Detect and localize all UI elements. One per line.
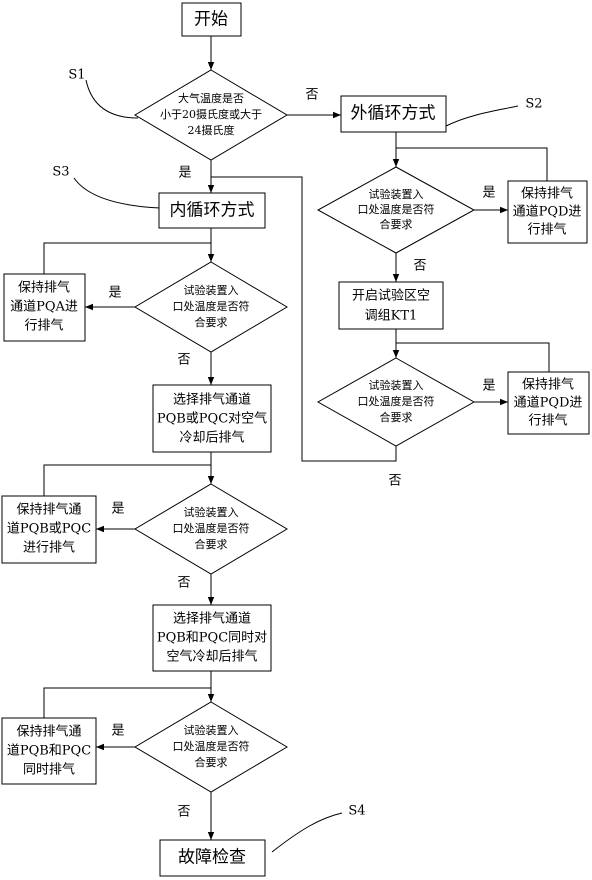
select-pqb-and-pqc-line3: 空气冷却后排气 bbox=[166, 649, 257, 665]
decision-air-temperature: 大气温度是否 小于20摄氏度或大于 24摄氏度 bbox=[134, 69, 288, 161]
keep-pqb-or-pqc-line2: 道PQB或PQC bbox=[7, 522, 91, 537]
keep-pqd-second-line3: 行排气 bbox=[528, 413, 567, 429]
label-yes-dBandC: 是 bbox=[111, 724, 124, 739]
label-no-dD2: 否 bbox=[388, 474, 401, 489]
decision-pqd-first-line2: 口处温度是否符 bbox=[358, 202, 435, 216]
connector-keepBandC-loop bbox=[43, 687, 211, 718]
decision-pqb-and-pqc-line1: 试验装置入 bbox=[184, 723, 239, 737]
select-pqb-or-pqc-box: 选择排气通道 PQB或PQC对空气 冷却后排气 bbox=[152, 384, 272, 453]
fault-check-box: 故障检查 bbox=[159, 839, 266, 877]
keep-pqb-and-pqc-line3: 同时排气 bbox=[23, 762, 75, 778]
connector-keepA-loop bbox=[43, 242, 211, 274]
keep-pqb-or-pqc-box: 保持排气通 道PQB或PQC 进行排气 bbox=[1, 495, 97, 564]
keep-pqb-and-pqc-box: 保持排气通 道PQB和PQC 同时排气 bbox=[1, 717, 97, 785]
fault-check-label: 故障检查 bbox=[178, 848, 246, 868]
keep-pqb-or-pqc-line1: 保持排气通 bbox=[16, 502, 81, 518]
connector-dD2-inner bbox=[211, 176, 397, 462]
select-pqb-or-pqc-line1: 选择排气通道 bbox=[173, 392, 251, 408]
start-box: 开始 bbox=[181, 2, 242, 37]
decision-pqa-line3: 合要求 bbox=[195, 315, 228, 329]
select-pqb-or-pqc-line2: PQB或PQC对空气 bbox=[157, 411, 267, 427]
keep-pqa-line3: 行排气 bbox=[24, 318, 63, 334]
label-no-dBC: 否 bbox=[177, 576, 190, 591]
decision-pqb-and-pqc: 试验装置入 口处温度是否符 合要求 bbox=[134, 701, 288, 793]
decision-air-temperature-line2: 小于20摄氏度或大于 bbox=[160, 107, 262, 121]
inner-circulation-label: 内循环方式 bbox=[170, 201, 255, 221]
step-s1: S1 bbox=[68, 68, 85, 83]
step-labels: S1 S2 S3 S4 bbox=[52, 68, 542, 819]
decision-air-temperature-line3: 24摄氏度 bbox=[188, 123, 235, 137]
inner-circulation-box: 内循环方式 bbox=[158, 192, 266, 229]
outer-circulation-label: 外循环方式 bbox=[351, 104, 436, 124]
keep-pqa-line1: 保持排气 bbox=[18, 280, 70, 296]
keep-pqd-first-line1: 保持排气 bbox=[521, 186, 573, 202]
keep-pqd-first-line2: 通道PQD进 bbox=[513, 205, 582, 220]
decision-pqd-second-line2: 口处温度是否符 bbox=[358, 394, 435, 408]
decision-pqb-and-pqc-line3: 合要求 bbox=[195, 755, 228, 769]
label-yes-d1: 是 bbox=[178, 166, 191, 181]
decision-pqb-or-pqc: 试验装置入 口处温度是否符 合要求 bbox=[134, 483, 288, 575]
keep-pqa-box: 保持排气 通道PQA进 行排气 bbox=[3, 273, 86, 342]
keep-pqd-first-box: 保持排气 通道PQD进 行排气 bbox=[507, 180, 588, 244]
enable-kt1-box: 开启试验区空 调组KT1 bbox=[338, 281, 444, 330]
decision-pqb-or-pqc-line3: 合要求 bbox=[195, 537, 228, 551]
label-yes-dD2: 是 bbox=[482, 379, 495, 394]
decision-pqd-second-line1: 试验装置入 bbox=[369, 378, 424, 392]
decision-air-temperature-line1: 大气温度是否 bbox=[178, 91, 244, 105]
select-pqb-and-pqc-line1: 选择排气通道 bbox=[173, 611, 251, 627]
select-pqb-and-pqc-box: 选择排气通道 PQB和PQC同时对 空气冷却后排气 bbox=[152, 604, 272, 672]
keep-pqd-second-line2: 通道PQD进 bbox=[514, 396, 583, 411]
label-yes-dBC: 是 bbox=[111, 502, 124, 517]
connector-keepBC-loop bbox=[43, 464, 211, 496]
decision-pqb-or-pqc-line2: 口处温度是否符 bbox=[173, 521, 250, 535]
decision-pqa: 试验装置入 口处温度是否符 合要求 bbox=[134, 261, 288, 353]
leader-s2 bbox=[445, 105, 519, 127]
decision-pqb-or-pqc-line1: 试验装置入 bbox=[184, 505, 239, 519]
decision-pqd-first-line3: 合要求 bbox=[380, 217, 413, 231]
keep-pqb-and-pqc-line1: 保持排气通 bbox=[16, 724, 81, 740]
outer-circulation-box: 外循环方式 bbox=[340, 95, 447, 133]
label-no-dA: 否 bbox=[177, 353, 190, 368]
select-pqb-and-pqc-line2: PQB和PQC同时对 bbox=[157, 631, 267, 646]
decision-pqa-line2: 口处温度是否符 bbox=[173, 299, 250, 313]
step-s4: S4 bbox=[348, 804, 365, 819]
leader-s1 bbox=[85, 79, 139, 119]
label-no-d1: 否 bbox=[305, 88, 318, 103]
decision-pqd-first: 试验装置入 口处温度是否符 合要求 bbox=[316, 166, 476, 254]
label-no-dBandC: 否 bbox=[177, 805, 190, 820]
label-yes-dD1: 是 bbox=[482, 186, 495, 201]
connector-keepD2-loop bbox=[396, 342, 550, 372]
enable-kt1-line1: 开启试验区空 bbox=[352, 288, 430, 304]
leader-s4 bbox=[271, 812, 343, 853]
keep-pqd-second-box: 保持排气 通道PQD进 行排气 bbox=[507, 371, 590, 435]
keep-pqb-or-pqc-line3: 进行排气 bbox=[23, 540, 75, 556]
label-yes-dA: 是 bbox=[108, 286, 121, 301]
decision-pqd-first-line1: 试验装置入 bbox=[369, 187, 424, 201]
keep-pqa-line2: 通道PQA进 bbox=[10, 300, 78, 315]
keep-pqd-first-line3: 行排气 bbox=[527, 222, 566, 238]
start-label: 开始 bbox=[194, 10, 228, 30]
leader-s3 bbox=[73, 177, 161, 209]
branch-labels: 否 是 是 否 是 否 是 否 是 否 是 否 bbox=[108, 88, 495, 820]
label-no-dD1: 否 bbox=[413, 259, 426, 274]
keep-pqb-and-pqc-line2: 道PQB和PQC bbox=[7, 744, 91, 759]
connector-keepD1-loop bbox=[396, 147, 548, 181]
decision-pqa-line1: 试验装置入 bbox=[184, 283, 239, 297]
decision-pqd-second: 试验装置入 口处温度是否符 合要求 bbox=[316, 357, 476, 447]
decision-pqd-second-line3: 合要求 bbox=[380, 410, 413, 424]
step-s3: S3 bbox=[52, 165, 69, 180]
decision-pqb-and-pqc-line2: 口处温度是否符 bbox=[173, 739, 250, 753]
enable-kt1-line2: 调组KT1 bbox=[365, 309, 418, 324]
connectors bbox=[43, 36, 550, 853]
select-pqb-or-pqc-line3: 冷却后排气 bbox=[179, 430, 244, 446]
keep-pqd-second-line1: 保持排气 bbox=[522, 377, 574, 393]
step-s2: S2 bbox=[525, 97, 542, 112]
